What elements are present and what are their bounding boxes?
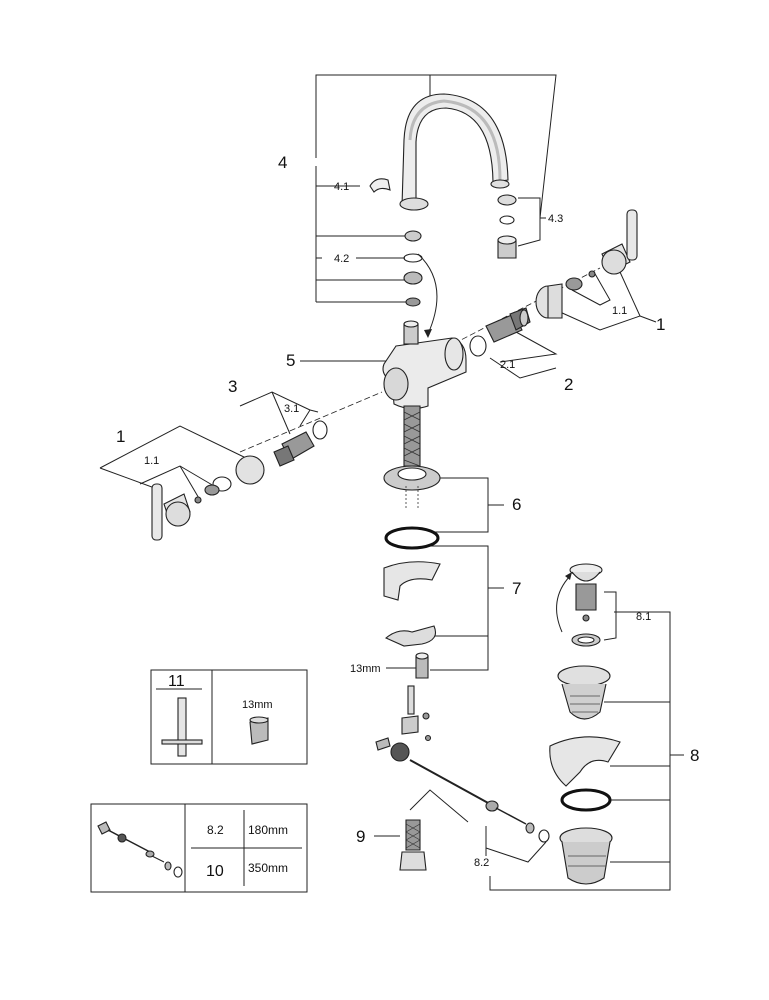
callout-1-1-right: 1.1 — [612, 305, 627, 317]
wrench-tool — [161, 697, 203, 757]
row1-part: 8.2 — [207, 823, 224, 837]
mounting-set — [383, 561, 441, 679]
callout-3-1: 3.1 — [284, 403, 299, 415]
lift-rod-assembly — [375, 685, 550, 871]
callout-1-1-left: 1.1 — [144, 455, 159, 467]
callout-3: 3 — [228, 377, 237, 396]
leader-lines — [99, 74, 684, 891]
socket-13mm — [249, 716, 269, 745]
aerator-parts — [497, 194, 517, 259]
valve-body — [382, 320, 467, 467]
drain-assembly — [549, 563, 621, 885]
rod-illustration — [97, 821, 183, 878]
spout — [399, 93, 510, 211]
rod-length-table: 8.2 180mm 10 350mm — [90, 803, 308, 893]
callout-4-2: 4.2 — [334, 253, 349, 265]
callout-4-3: 4.3 — [548, 213, 563, 225]
callout-6: 6 — [512, 495, 521, 514]
row2-length: 350mm — [248, 861, 288, 875]
callout-8-2: 8.2 — [474, 857, 489, 869]
callout-8: 8 — [690, 746, 699, 765]
mounting-flange — [383, 465, 441, 550]
left-cartridge — [273, 420, 328, 467]
callout-2-1: 2.1 — [500, 359, 515, 371]
callout-1-right: 1 — [656, 315, 665, 334]
callout-5: 5 — [286, 351, 295, 370]
tool-box: 11 13mm — [150, 669, 308, 765]
spout-clip — [369, 178, 391, 193]
callout-8-1: 8.1 — [636, 611, 651, 623]
right-cartridge — [469, 307, 531, 357]
callout-7-size: 13mm — [350, 663, 381, 675]
callout-4-1: 4.1 — [334, 181, 349, 193]
tool-number: 11 — [168, 673, 185, 690]
callout-9: 9 — [356, 827, 365, 846]
tool-size: 13mm — [242, 699, 273, 711]
spout-washers — [403, 230, 423, 307]
callout-1-left: 1 — [116, 427, 125, 446]
left-handle-parts — [151, 455, 265, 541]
row2-part: 10 — [206, 863, 224, 880]
row1-length: 180mm — [248, 823, 288, 837]
callout-2: 2 — [564, 375, 573, 394]
callout-4: 4 — [278, 153, 287, 172]
callout-7: 7 — [512, 579, 521, 598]
callout-labels: 4 4.1 4.2 4.3 5 1 1.1 2 2.1 3 3.1 1 1.1 … — [116, 153, 699, 869]
right-handle-parts — [535, 209, 638, 319]
